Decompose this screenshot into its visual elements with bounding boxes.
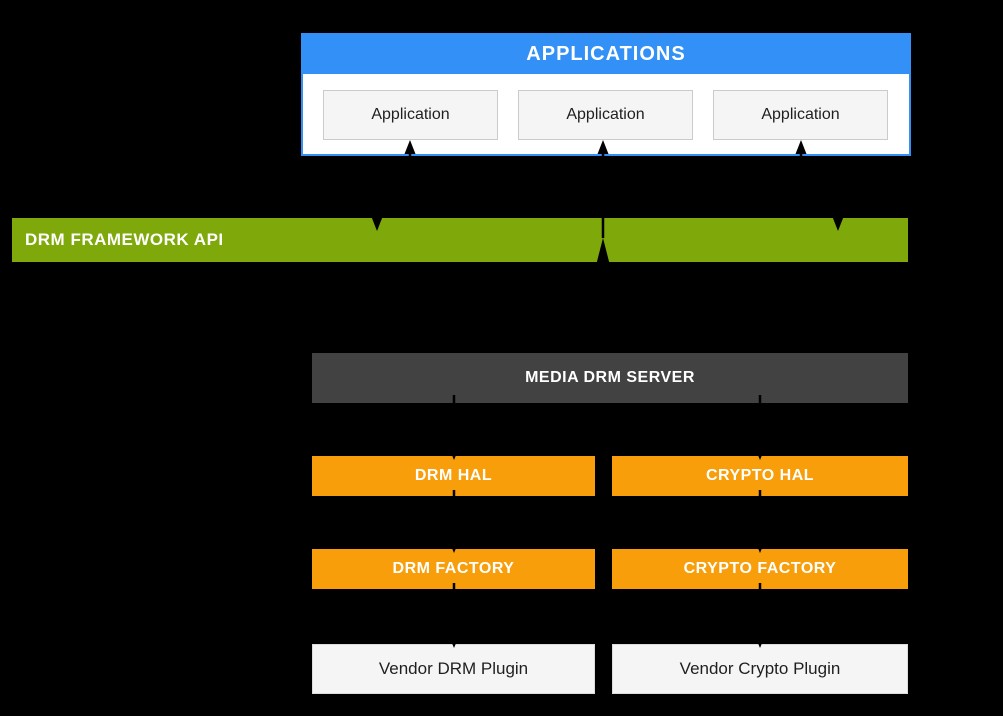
arrow-down-server-to-drm-hal [449,395,459,460]
media-drm-server-bar: MEDIA DRM SERVER [312,353,908,403]
crypto-hal-bar: CRYPTO HAL [612,456,908,496]
application-box-2: Application [518,90,693,140]
vendor-drm-plugin-box: Vendor DRM Plugin [312,644,595,694]
applications-header: APPLICATIONS [303,35,909,74]
arrow-down-drm-hal-to-factory [449,490,459,553]
arrow-down-crypto-factory-to-plugin [755,583,765,648]
vendor-crypto-plugin-box: Vendor Crypto Plugin [612,644,908,694]
applications-container: APPLICATIONS Application Application App… [301,33,911,156]
arrow-down-crypto-hal-to-factory [755,490,765,553]
arrow-down-drm-factory-to-plugin [449,583,459,648]
application-box-1: Application [323,90,498,140]
application-box-3: Application [713,90,888,140]
crypto-factory-bar: CRYPTO FACTORY [612,549,908,589]
drm-framework-api-bar: DRM FRAMEWORK API [12,218,908,262]
drm-hal-bar: DRM HAL [312,456,595,496]
arrow-down-server-to-crypto-hal [755,395,765,460]
drm-factory-bar: DRM FACTORY [312,549,595,589]
